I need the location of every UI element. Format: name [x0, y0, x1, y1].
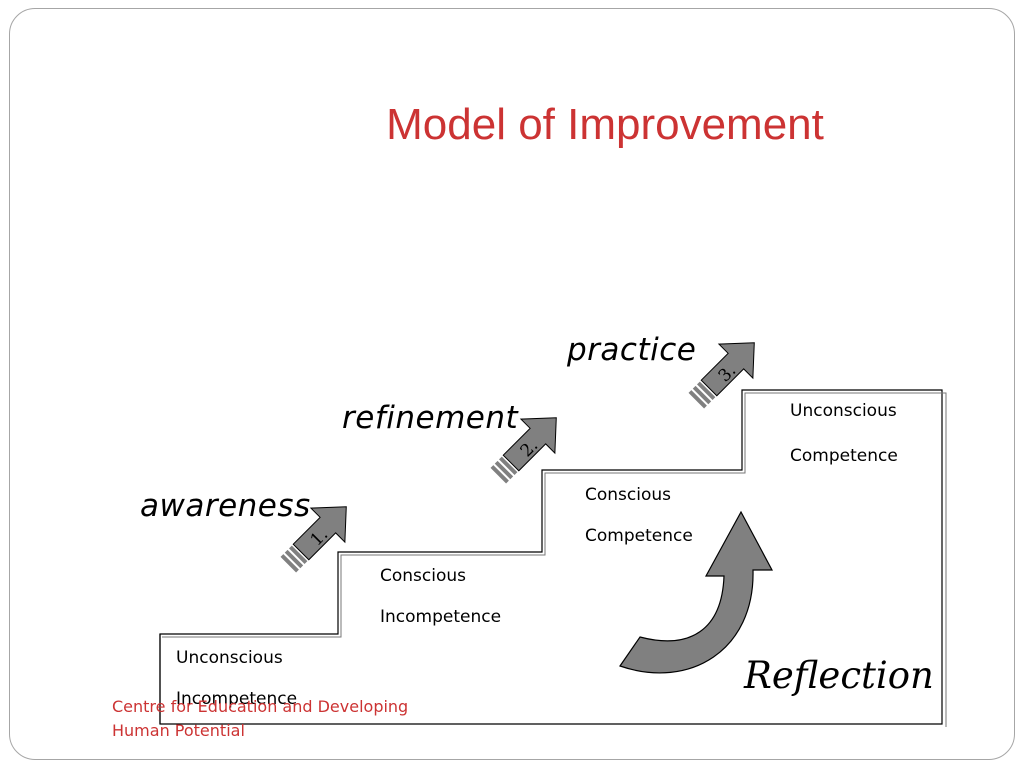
arrow-2-icon: [490, 417, 557, 484]
step-4-line1: Unconscious: [790, 401, 897, 421]
step-4-line2: Competence: [790, 446, 898, 466]
footer-line-2: Human Potential: [112, 721, 245, 740]
stage-word-refinement: refinement: [342, 400, 519, 436]
arrow-1-icon: [280, 506, 347, 573]
step-2-line1: Conscious: [380, 566, 467, 586]
footer-line-1: Centre for Education and Developing: [112, 697, 409, 716]
step-4-label: Unconscious Competence: [790, 389, 898, 479]
staircase-outline: [159, 389, 947, 727]
stage-word-awareness: awareness: [140, 488, 311, 524]
stage-word-practice: practice: [567, 332, 697, 368]
step-3-line1: Conscious: [585, 485, 672, 505]
reflection-arrow-icon: [619, 510, 774, 674]
step-1-line2: Incompetence: [176, 689, 298, 709]
step-2-line2: Incompetence: [380, 607, 502, 627]
footer: Centre for Education and Developing Huma…: [112, 695, 408, 743]
arrow-3-icon: [688, 342, 755, 409]
slide-frame: [9, 8, 1015, 760]
step-1-line1: Unconscious: [176, 648, 283, 668]
step-2-label: Conscious Incompetence: [380, 556, 501, 638]
step-3-line2: Competence: [585, 526, 693, 546]
step-1-label: Unconscious Incompetence: [176, 638, 297, 720]
slide-title: Model of Improvement: [386, 100, 824, 149]
step-3-label: Conscious Competence: [585, 475, 693, 557]
reflection-label: Reflection: [744, 654, 934, 697]
